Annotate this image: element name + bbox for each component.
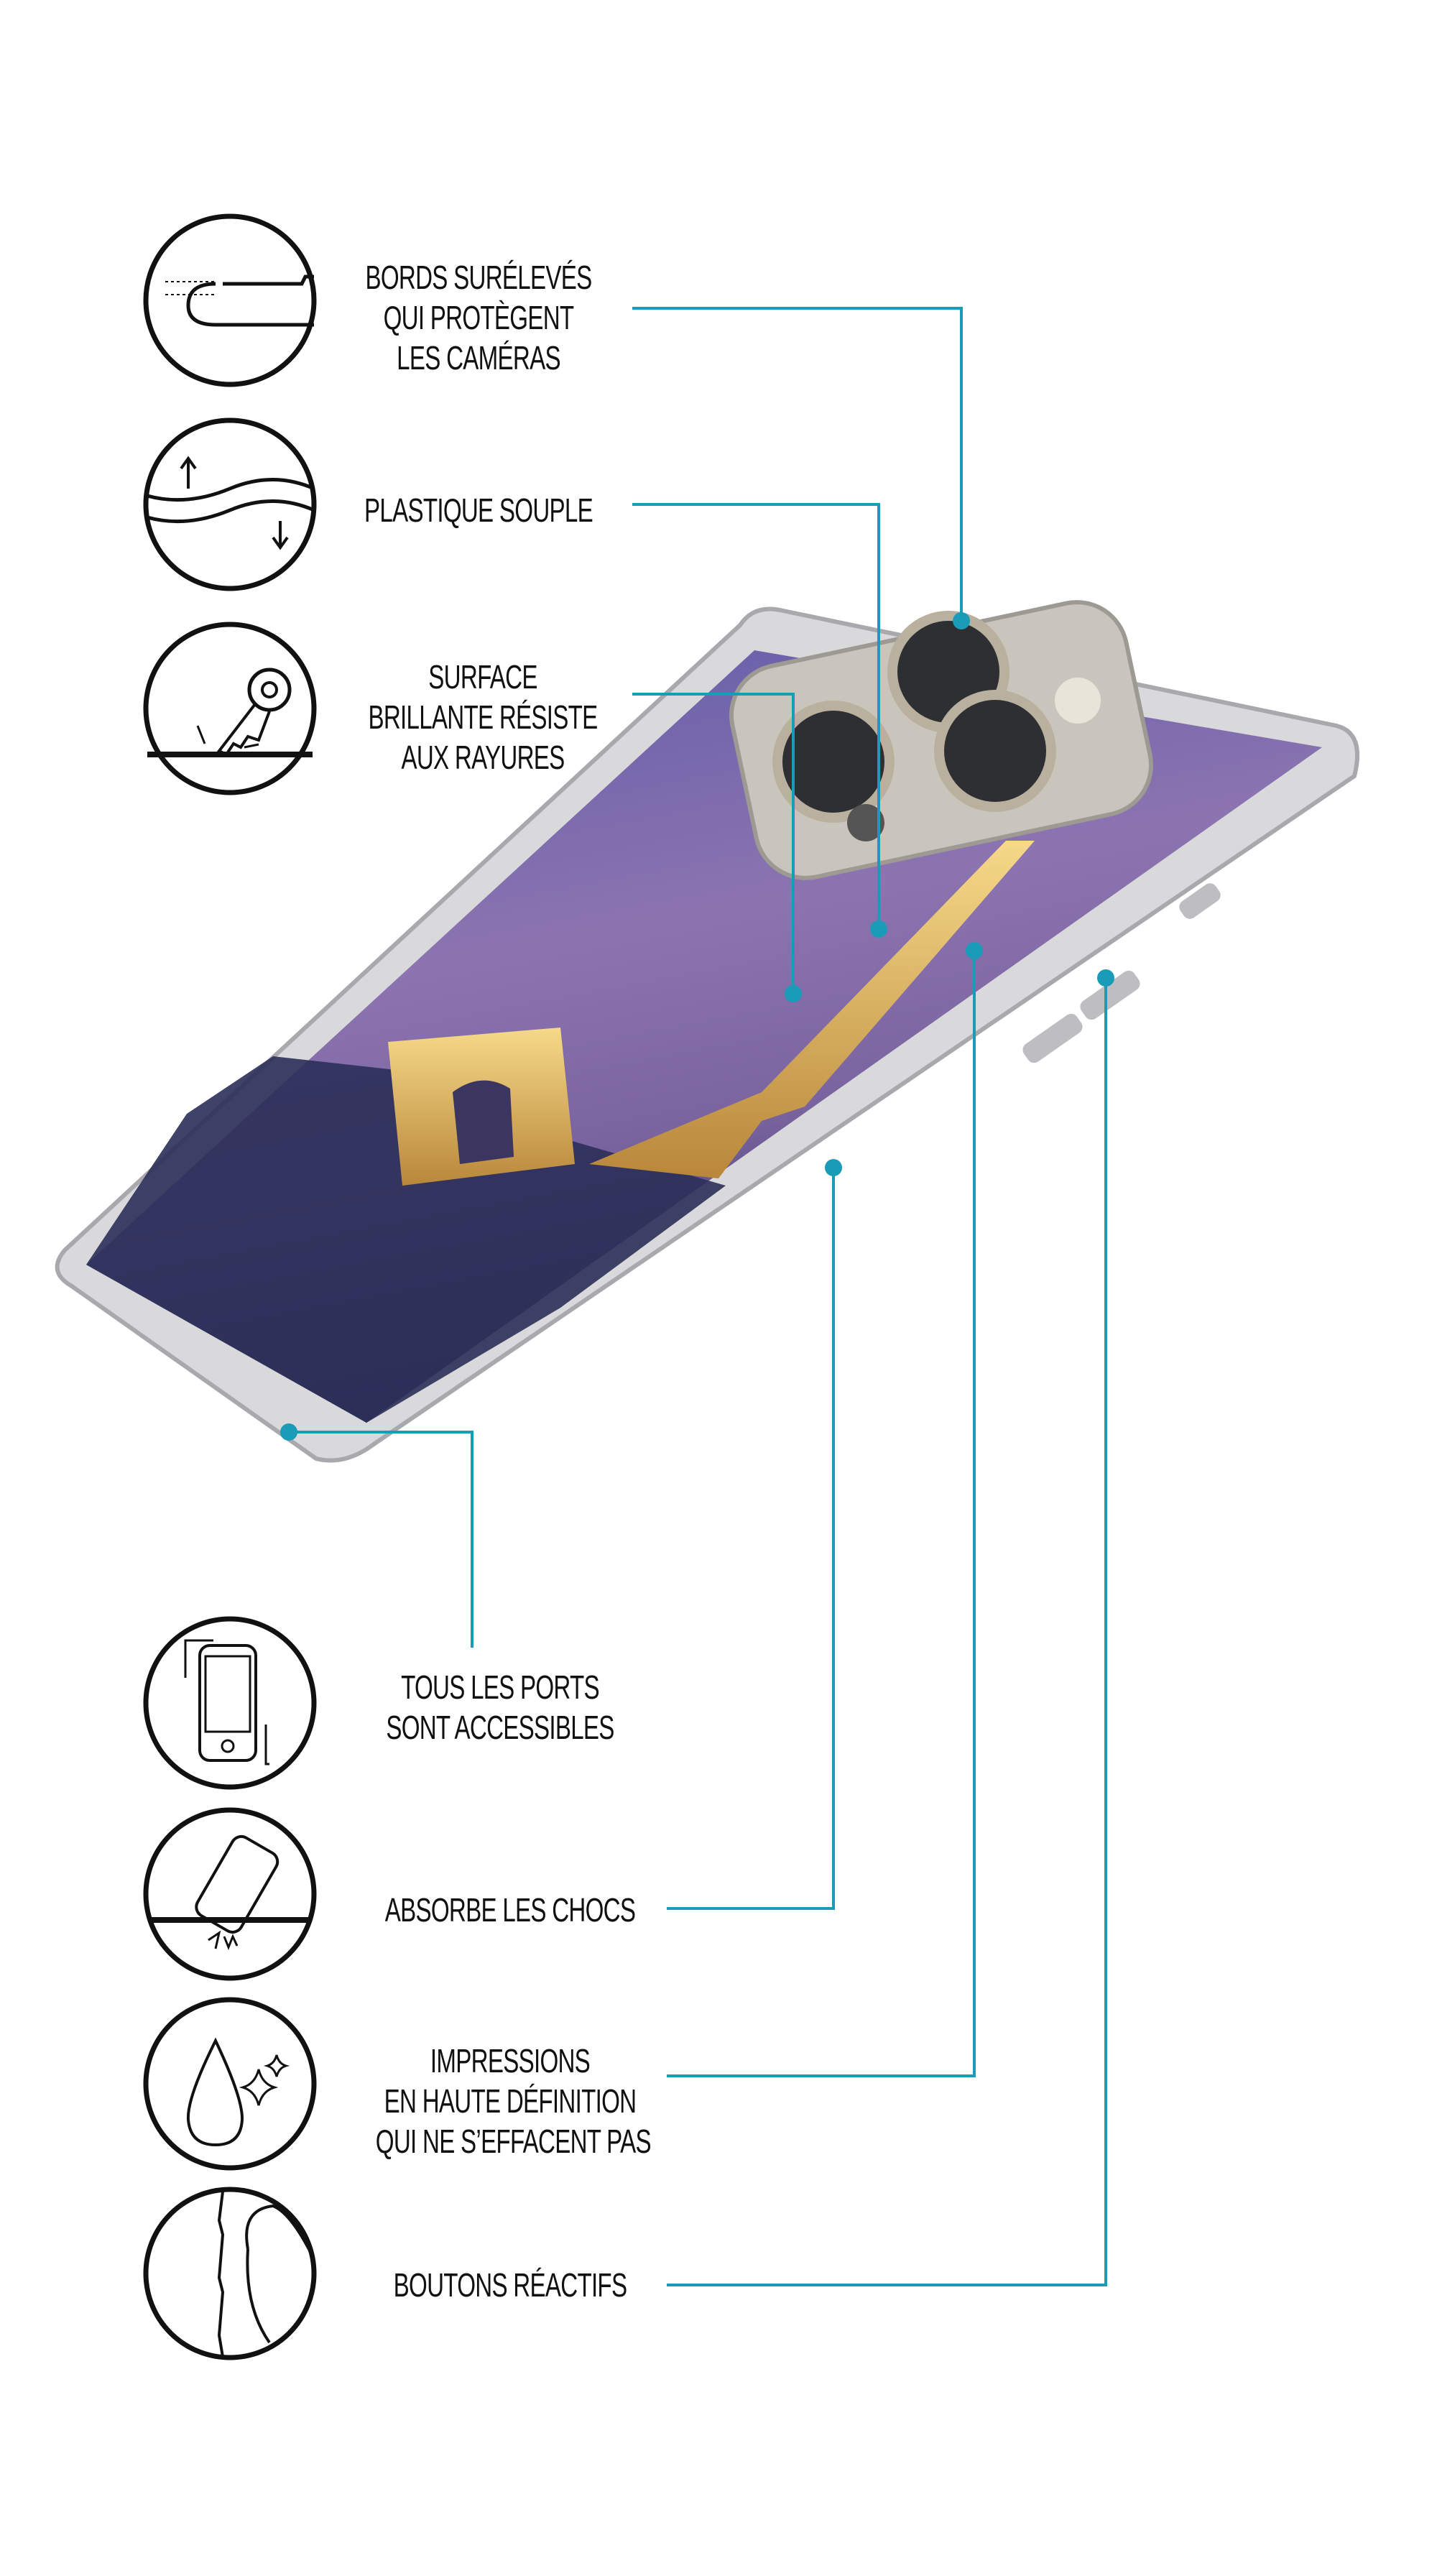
label-line: ABSORBE LES CHOCS (384, 1891, 636, 1929)
raised-edge-icon (143, 213, 317, 387)
phone-rotate-icon (143, 1616, 317, 1790)
eiffel-tower (589, 841, 1035, 1178)
label-line: BORDS SURÉLEVÉS (365, 259, 593, 296)
label-line: EN HAUTE DÉFINITION (384, 2082, 637, 2120)
feature-label-ports: TOUS LES PORTS SONT ACCESSIBLES (313, 1667, 687, 1748)
label-line: QUI PROTÈGENT (383, 299, 575, 336)
feature-label-raised-edges: BORDS SURÉLEVÉS QUI PROTÈGENT LES CAMÉRA… (292, 257, 665, 378)
label-line: TOUS LES PORTS (401, 1668, 600, 1706)
label-line: IMPRESSIONS (430, 2042, 591, 2079)
label-line: SURFACE (428, 658, 537, 696)
label-line: BRILLANTE RÉSISTE (368, 698, 598, 736)
label-line: SONT ACCESSIBLES (386, 1709, 614, 1746)
key-scratch-icon (143, 622, 317, 795)
label-line: QUI NE S’EFFACENT PAS (375, 2123, 652, 2160)
flex-wave-icon (143, 417, 317, 591)
label-line: AUX RAYURES (401, 739, 565, 776)
phone-drop-icon (143, 1807, 317, 1981)
feature-label-print: IMPRESSIONS EN HAUTE DÉFINITION QUI NE S… (323, 2041, 697, 2161)
leader-dots (280, 612, 1114, 1441)
phone-case (55, 600, 1360, 1463)
camera-bump (729, 600, 1154, 880)
label-line: LES CAMÉRAS (397, 339, 560, 377)
feature-label-scratch-resistant: SURFACE BRILLANTE RÉSISTE AUX RAYURES (296, 657, 670, 777)
feature-label-soft-plastic: PLASTIQUE SOUPLE (292, 490, 665, 530)
leader-lines (289, 307, 1107, 2286)
feature-label-buttons: BOUTONS RÉACTIFS (323, 2265, 697, 2305)
label-line: BOUTONS RÉACTIFS (393, 2266, 627, 2304)
side-button-icon (143, 2187, 317, 2360)
drop-sparkle-icon (143, 1997, 317, 2171)
feature-label-shock: ABSORBE LES CHOCS (323, 1890, 697, 1930)
label-line: PLASTIQUE SOUPLE (364, 491, 593, 529)
